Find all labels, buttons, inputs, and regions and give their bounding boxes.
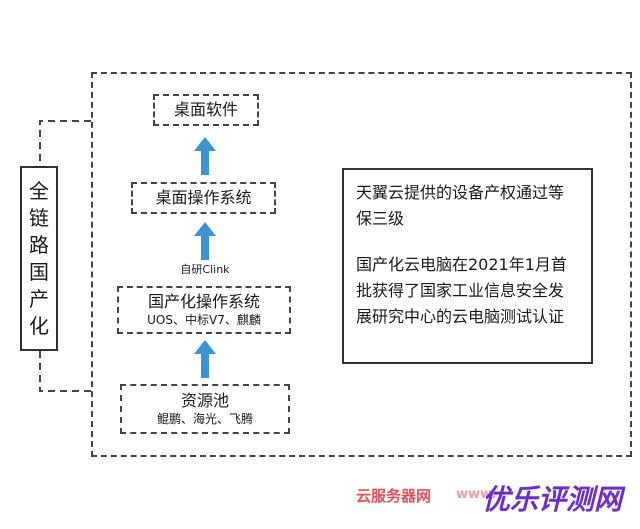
info-paragraph: 天翼云提供的设备产权通过等保三级 [356, 183, 565, 228]
layer-title: 桌面软件 [173, 100, 238, 119]
layer-resource-pool: 资源池 鲲鹏、海光、飞腾 [120, 384, 290, 434]
layer-desktop-os: 桌面操作系统 [131, 182, 276, 214]
clink-label: 自研Clink [180, 263, 230, 276]
side-char: 全 [29, 178, 49, 203]
layer-subtitle: 鲲鹏、海光、飞腾 [156, 412, 253, 426]
full-chain-label: 全 链 路 国 产 化 [20, 166, 58, 351]
info-paragraph: 国产化云电脑在2021年1月首批获得了国家工业信息安全发展研究中心的云电脑测试认… [356, 255, 567, 326]
layer-title: 桌面操作系统 [155, 188, 252, 207]
watermark-mid: www. [456, 487, 497, 502]
side-char: 路 [29, 232, 49, 257]
side-char: 化 [29, 313, 49, 338]
side-char: 链 [29, 205, 49, 230]
layer-desktop-software: 桌面软件 [153, 94, 259, 126]
arrow-up-icon [194, 340, 216, 378]
watermark-right: 优乐评测网 [482, 483, 623, 516]
arrow-up-icon [194, 137, 216, 175]
watermark-left: 云服务器网 [356, 487, 432, 505]
side-char: 国 [29, 259, 49, 284]
layer-title: 资源池 [180, 391, 229, 410]
arrow-up-icon [194, 222, 216, 260]
side-char: 产 [29, 286, 49, 311]
layer-subtitle: UOS、中标V7、麒麟 [147, 313, 261, 327]
outer-frame [91, 72, 632, 457]
layer-title: 国产化操作系统 [147, 292, 260, 311]
info-box: 天翼云提供的设备产权通过等保三级 国产化云电脑在2021年1月首批获得了国家工业… [342, 168, 593, 364]
layer-domestic-os: 国产化操作系统 UOS、中标V7、麒麟 [117, 286, 291, 334]
